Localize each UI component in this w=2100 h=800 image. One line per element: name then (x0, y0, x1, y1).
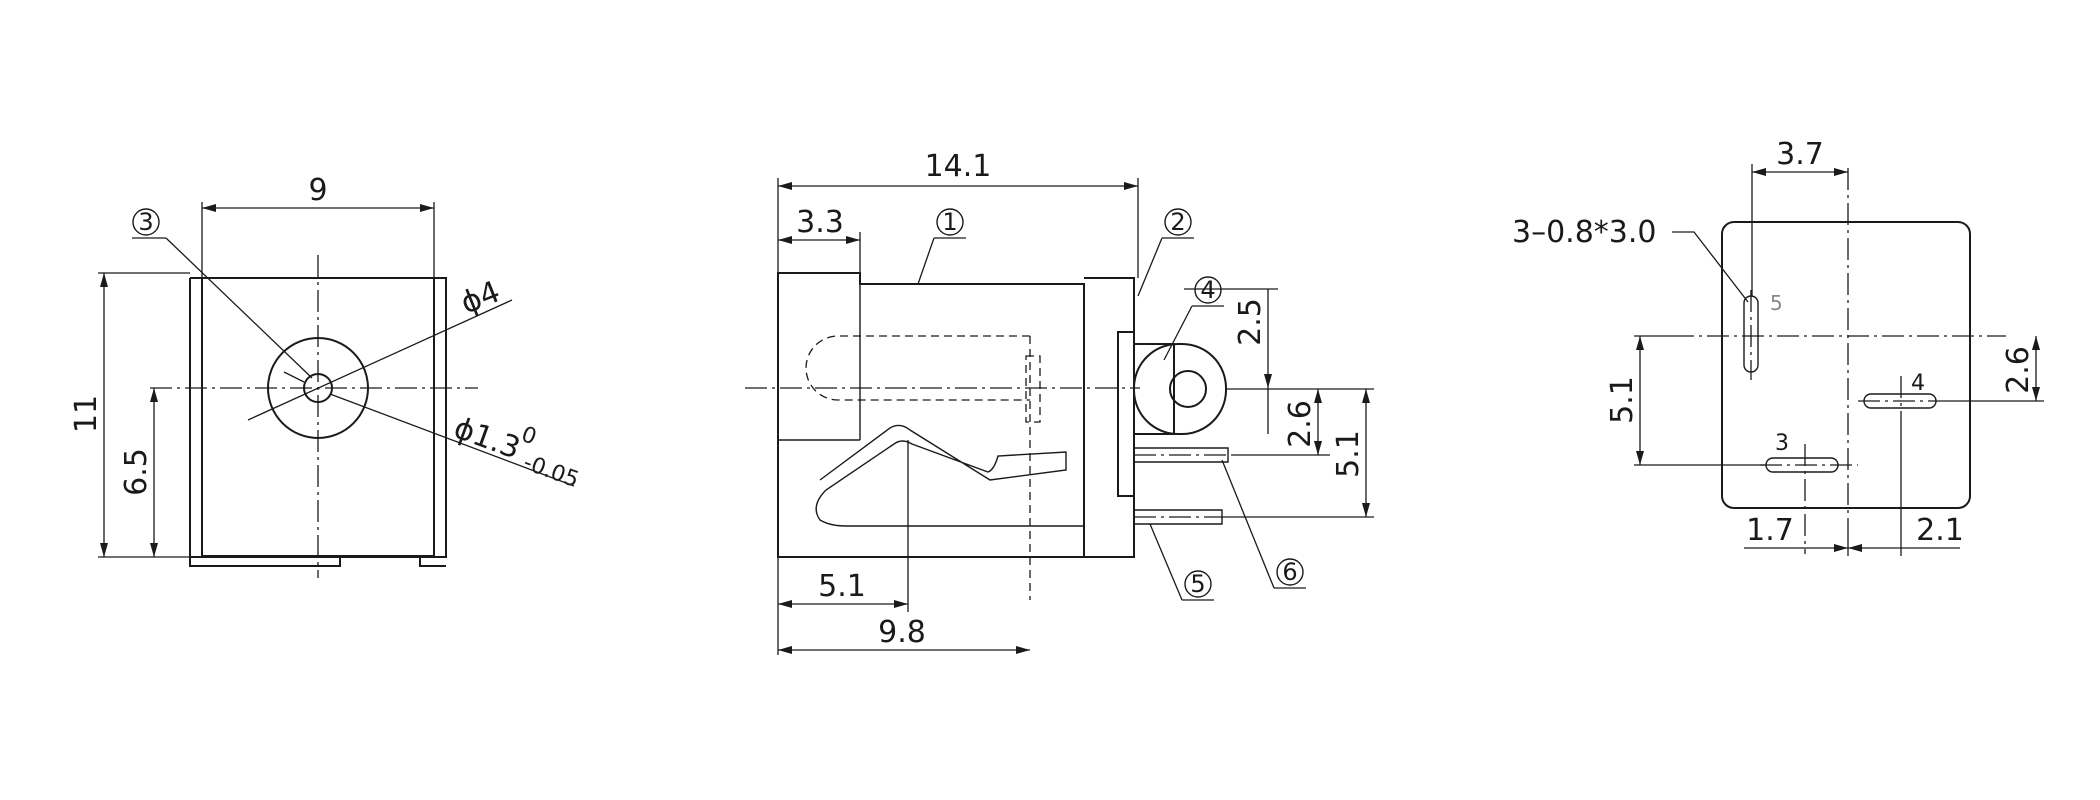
dim98-arrow-left (778, 646, 792, 654)
callout-4-leader (1163, 305, 1193, 361)
slot-5-label: 5 (1770, 291, 1783, 315)
slot-spec-label: 3–0.8*3.0 (1512, 215, 1657, 250)
dim98-arrow-right (1016, 646, 1030, 654)
pin-collar-hidden (1025, 355, 1041, 423)
dim-total-length-label: 14.1 (925, 149, 992, 184)
dim-width-label: 9 (308, 173, 327, 208)
callout-3-leader (165, 237, 313, 379)
dim-pin-dia-label: ϕ1.3 (449, 411, 524, 467)
rear-plate-top (1084, 277, 1135, 332)
terminal-4-tab (1133, 343, 1227, 435)
dim26b-arrow-top (2032, 336, 2040, 350)
dia4-leader (247, 299, 513, 421)
dim-outer-dia-label: ϕ4 (456, 274, 505, 321)
dim-pin6-offset-label: 2.6 (1283, 400, 1318, 448)
dim26b-arrow-bottom (2032, 387, 2040, 401)
dim33-arrow-right (846, 236, 860, 244)
dim-bottom-left-label: 1.7 (1746, 513, 1794, 548)
side-view: 14.1 3.3 5.1 9.8 2.5 2.6 (745, 149, 1374, 655)
dim11-arrow-top (100, 273, 108, 287)
dim-spring-pos-label: 5.1 (818, 569, 866, 604)
side-body-outline (777, 272, 1085, 558)
dim-top-label: 3.7 (1776, 137, 1824, 172)
callout-5-number: 5 (1190, 570, 1205, 598)
callout-4-number: 4 (1200, 276, 1215, 304)
dia13-leader (329, 393, 575, 487)
callout-5-circle (1184, 570, 1212, 598)
dim11-arrow-bottom (100, 543, 108, 557)
dim-bottom-right-label: 2.1 (1916, 513, 1964, 548)
dim-body-length-label: 9.8 (878, 615, 926, 650)
rear-plate-bottom (1084, 496, 1135, 558)
slot-4-label: 4 (1911, 371, 1925, 396)
socket-outer-circle (267, 337, 369, 439)
dim-slot-height-right-label: 2.6 (2001, 346, 2036, 394)
dim141-arrow-left (778, 182, 792, 190)
dim26-arrow-top (1314, 389, 1322, 403)
dim-slot-height-left-label: 5.1 (1605, 376, 1640, 424)
callout-6-leader (1221, 459, 1275, 589)
pin-6 (1134, 447, 1229, 463)
callout-1-leader (917, 237, 935, 285)
dia13-leader-stub (283, 371, 305, 383)
dim9-arrow-left (202, 204, 216, 212)
slot-3-label: 3 (1775, 431, 1789, 456)
dim51b-arrow-bottom (1636, 451, 1644, 465)
rear-plate-strip (1117, 331, 1135, 497)
callout-3-circle (132, 208, 160, 236)
dim65-arrow-top (150, 388, 158, 402)
dim-pin5-offset-label: 5.1 (1331, 430, 1366, 478)
callout-4-circle (1194, 276, 1222, 304)
bottom-view: 5 4 3 3.7 3–0.8*3.0 5.1 2.6 (1512, 137, 2044, 556)
terminal-4-hole (1169, 370, 1207, 408)
front-left-flange (189, 277, 341, 567)
dim51-arrow-right (894, 600, 908, 608)
callout-2-circle (1164, 208, 1192, 236)
callout-5-leader (1149, 523, 1183, 601)
dim-tab-height-label: 2.5 (1233, 298, 1268, 346)
callout-6-number: 6 (1282, 558, 1297, 586)
dim51r-arrow-bottom (1362, 503, 1370, 517)
dim21-arrow (1848, 544, 1862, 552)
dim141-arrow-right (1124, 182, 1138, 190)
dim-pin-tol-lower: -0.05 (520, 450, 582, 493)
dim25-arrow (1264, 374, 1272, 388)
dim33-arrow-left (778, 236, 792, 244)
dim51r-arrow-top (1362, 389, 1370, 403)
dim-center-height-label: 6.5 (119, 448, 154, 496)
spring-contact-outline (815, 424, 1084, 527)
dim-front-step-label: 3.3 (796, 205, 844, 240)
dim65-arrow-bottom (150, 543, 158, 557)
dim17-arrow (1834, 544, 1848, 552)
dim-height-label: 11 (69, 395, 104, 433)
dim37-arrow-left (1752, 168, 1766, 176)
terminal-4-base (1133, 343, 1175, 435)
front-view: 9 11 6.5 ϕ4 ϕ1.3 0 -0.05 3 (69, 173, 582, 578)
dim51-arrow-left (778, 600, 792, 608)
dim9-arrow-right (420, 204, 434, 212)
center-pin-circle (303, 373, 333, 403)
callout-3-number: 3 (138, 208, 153, 236)
dim37-arrow-right (1834, 168, 1848, 176)
dim-pin-tol-upper: 0 (518, 422, 540, 450)
callout-6-circle (1276, 558, 1304, 586)
dim26-arrow-bottom (1314, 441, 1322, 455)
center-pin-hidden (805, 335, 1030, 401)
callout-2-number: 2 (1170, 208, 1185, 236)
dim51b-arrow-top (1636, 336, 1644, 350)
callout-1-number: 1 (942, 208, 957, 236)
bottom-body-outline (1721, 221, 1971, 509)
callout-2-leader (1137, 237, 1163, 297)
callout-1-circle (936, 208, 964, 236)
slot-spec-leader (1672, 231, 1749, 303)
